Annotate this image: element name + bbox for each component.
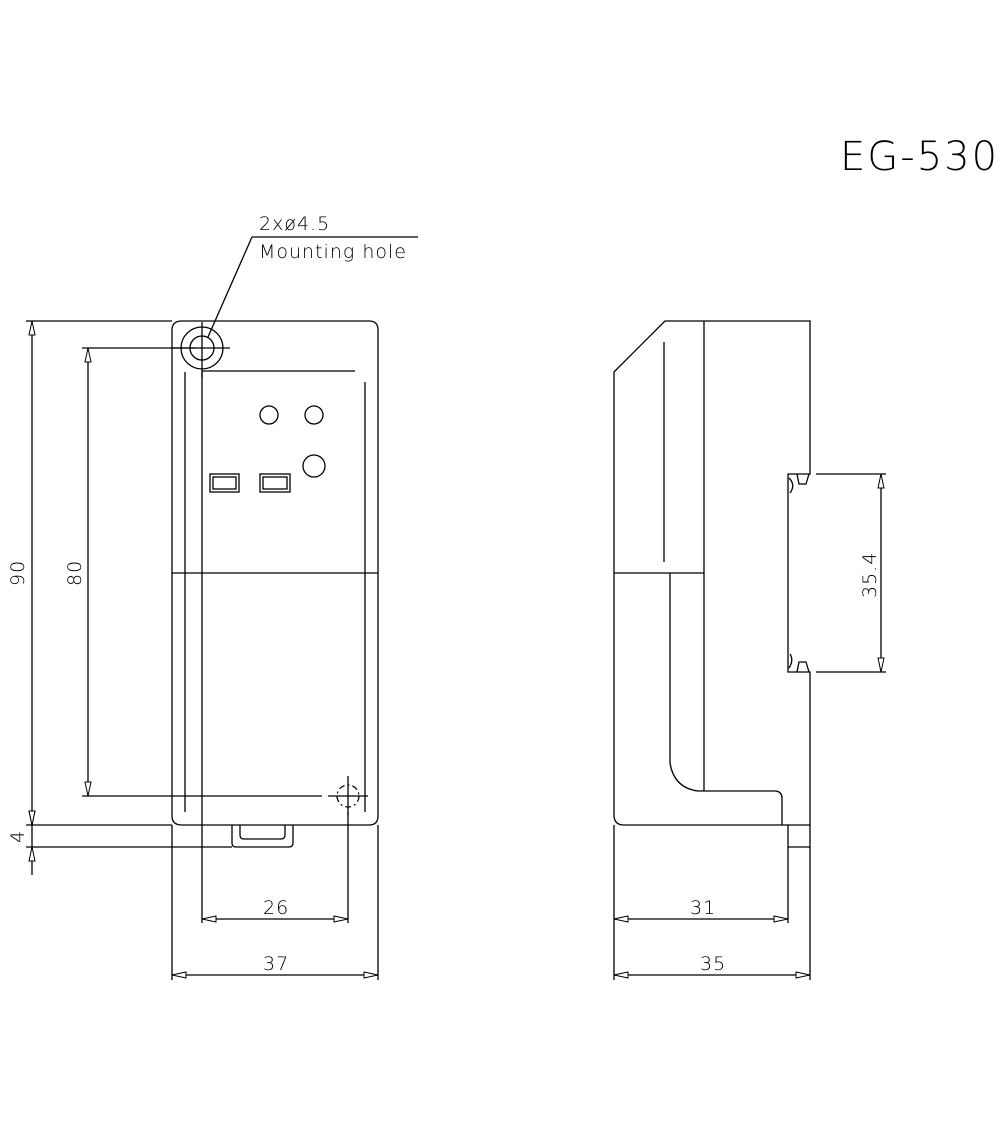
front-dimensions: 90 80 4 26 37 xyxy=(7,320,379,980)
leader-line xyxy=(207,236,253,338)
dim-90-label: 90 xyxy=(7,560,29,586)
rail-clip-top-arc xyxy=(788,477,794,494)
knob-icon xyxy=(302,454,326,478)
side-inner-profile xyxy=(669,573,783,825)
rail-clip-bottom-arc xyxy=(788,653,793,669)
arrow-icon xyxy=(84,347,92,363)
arrow-icon xyxy=(28,320,36,336)
dim-31-label: 31 xyxy=(690,897,716,919)
arrow-icon xyxy=(363,971,379,979)
dim-26-label: 26 xyxy=(263,897,289,919)
dim-37-label: 37 xyxy=(263,953,289,975)
switch-2-inner xyxy=(262,476,288,490)
side-bottom-latch xyxy=(787,825,811,848)
model-title: EG-530 xyxy=(840,134,999,180)
arrow-icon xyxy=(84,781,92,797)
callout-label: Mounting hole xyxy=(259,241,407,263)
front-view xyxy=(171,320,379,848)
arrow-icon xyxy=(877,473,885,489)
arrow-icon xyxy=(795,971,811,979)
arrow-icon xyxy=(613,915,629,923)
dim-35-4-label: 35.4 xyxy=(859,552,881,598)
switch-2-outer xyxy=(259,473,291,493)
rail-clip-top xyxy=(796,473,810,485)
callout-hole-spec: 2xø4.5 xyxy=(259,213,330,235)
mounting-hole-callout: 2xø4.5 Mounting hole xyxy=(207,213,418,338)
arrow-icon xyxy=(201,915,217,923)
side-dimensions: 35.4 31 35 xyxy=(613,473,886,980)
arrow-icon xyxy=(171,971,187,979)
dim-80-label: 80 xyxy=(64,560,86,586)
bottom-tab xyxy=(231,825,294,848)
bottom-tab-inner xyxy=(239,825,286,840)
switch-1-inner xyxy=(212,476,237,490)
led-2-icon xyxy=(304,405,324,425)
dim-35-label: 35 xyxy=(700,953,726,975)
arrow-icon xyxy=(613,971,629,979)
arrow-icon xyxy=(877,657,885,673)
switch-1-outer xyxy=(209,473,240,493)
rail-clip-bottom xyxy=(796,661,810,673)
front-body-outline xyxy=(171,320,379,826)
arrow-icon xyxy=(773,915,789,923)
arrow-icon xyxy=(28,846,36,862)
arrow-icon xyxy=(28,810,36,826)
dim-4-label: 4 xyxy=(7,830,29,843)
arrow-icon xyxy=(333,915,349,923)
side-view xyxy=(613,320,811,848)
led-1-icon xyxy=(259,405,279,425)
side-body-outline xyxy=(613,320,811,826)
